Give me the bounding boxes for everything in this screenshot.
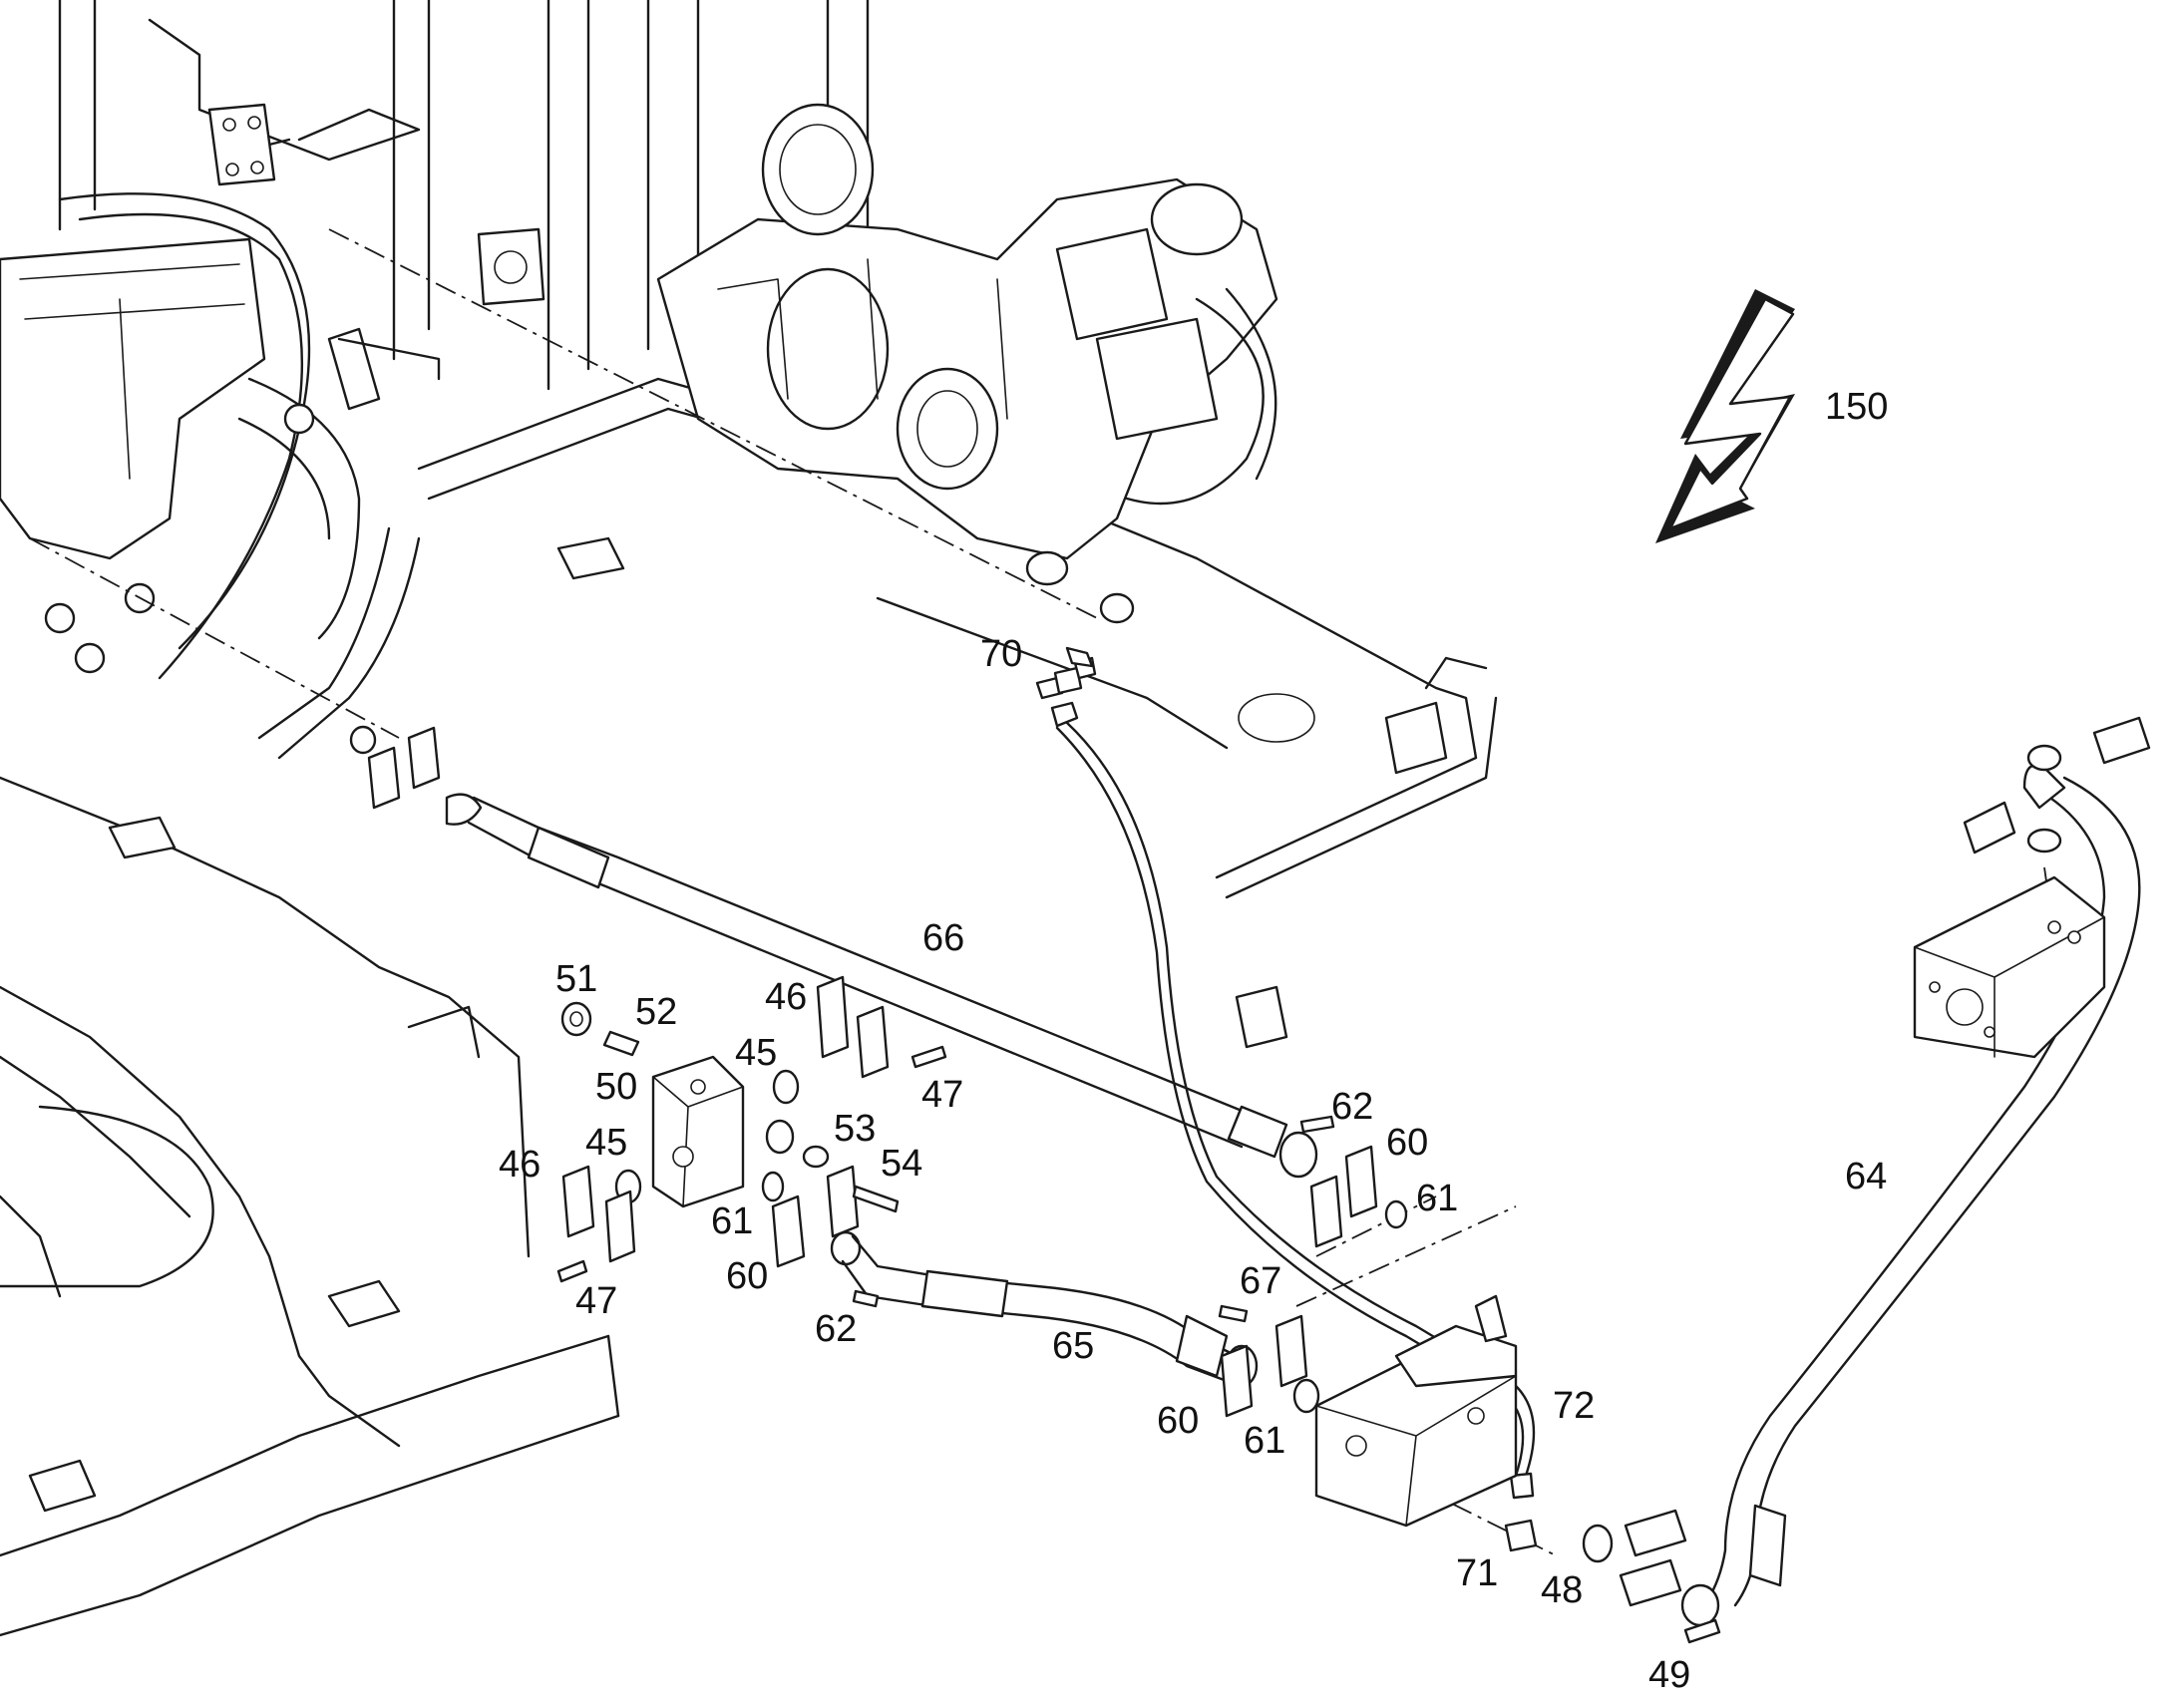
reference-number: 150 — [1825, 386, 1888, 428]
callout-50: 50 — [595, 1066, 637, 1108]
connection-block-50 — [651, 1055, 745, 1208]
hydraulic-pump-assembly — [656, 103, 1278, 624]
callout-45-upper: 45 — [735, 1032, 777, 1074]
hose-65 — [830, 1230, 1259, 1388]
callout-60-lower-right: 60 — [1157, 1400, 1199, 1442]
callout-71: 71 — [1456, 1552, 1498, 1594]
callout-46-upper: 46 — [765, 976, 807, 1018]
callout-45-lower: 45 — [585, 1122, 627, 1164]
small-parts — [349, 716, 2151, 1644]
callout-47-lower: 47 — [575, 1280, 617, 1322]
callout-labels: 70 66 51 52 46 45 47 50 45 53 54 46 61 6… — [499, 633, 1887, 1696]
callout-72: 72 — [1553, 1385, 1595, 1427]
callout-47-upper: 47 — [921, 1074, 963, 1116]
right-manifold-block — [1913, 875, 2106, 1059]
hose-66 — [445, 793, 1318, 1179]
callout-60-upper-right: 60 — [1386, 1122, 1428, 1164]
callout-52: 52 — [635, 991, 677, 1033]
callout-54: 54 — [881, 1143, 922, 1185]
callout-70: 70 — [980, 633, 1022, 675]
callout-48: 48 — [1541, 1569, 1583, 1611]
callout-61-lower-right: 61 — [1244, 1420, 1285, 1462]
callout-61-left: 61 — [711, 1200, 753, 1242]
hose-64 — [1680, 744, 2141, 1627]
callout-61-upper-right: 61 — [1416, 1178, 1458, 1219]
callout-49: 49 — [1648, 1654, 1690, 1696]
callout-67: 67 — [1240, 1260, 1281, 1302]
callout-62-right: 62 — [1331, 1086, 1373, 1128]
callout-51: 51 — [555, 958, 597, 1000]
callout-62-left: 62 — [815, 1308, 857, 1350]
callout-46-lower: 46 — [499, 1144, 541, 1186]
direction-flash-symbol — [1655, 289, 1795, 543]
valve-block — [1314, 1294, 1518, 1528]
callout-65: 65 — [1052, 1325, 1094, 1367]
callout-53: 53 — [834, 1108, 876, 1150]
callout-60-left: 60 — [726, 1255, 768, 1297]
fitting-70 — [1035, 646, 1097, 700]
callout-64: 64 — [1845, 1156, 1887, 1197]
callout-66: 66 — [922, 917, 964, 959]
control-valve-block — [0, 192, 441, 680]
